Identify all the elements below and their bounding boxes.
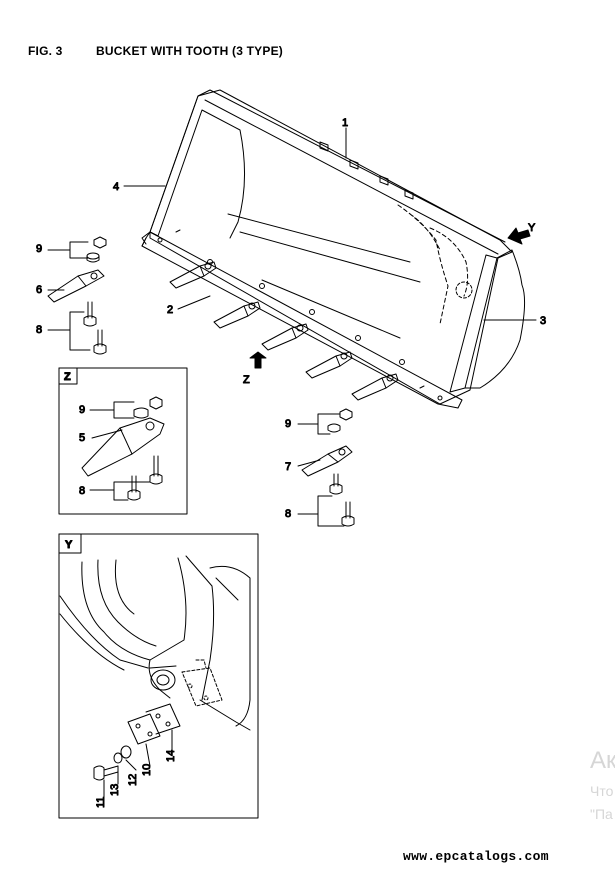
figure-label: FIG. 3 bbox=[28, 44, 63, 58]
callout-9-right: 9 bbox=[285, 418, 291, 430]
tooth-7-exploded bbox=[297, 408, 355, 527]
bucket-assembly bbox=[141, 89, 526, 409]
watermark-line-1: Ак bbox=[590, 747, 615, 774]
callout-8-right: 8 bbox=[285, 508, 291, 520]
figure-title: BUCKET WITH TOOTH (3 TYPE) bbox=[96, 44, 283, 58]
callout-6: 6 bbox=[36, 284, 42, 296]
detail-z-box: Z bbox=[58, 367, 188, 515]
callout-2: 2 bbox=[167, 304, 173, 316]
detail-y-box: Y bbox=[58, 533, 259, 819]
watermark-line-2: Что bbox=[590, 783, 614, 799]
bucket-top-edge bbox=[197, 89, 506, 255]
view-y-arrow-icon bbox=[507, 227, 531, 245]
callout-13: 13 bbox=[109, 784, 121, 796]
detail-y-tag: Y bbox=[65, 539, 73, 551]
tooth-4 bbox=[305, 351, 353, 379]
callout-12: 12 bbox=[127, 774, 139, 786]
view-z-label: Z bbox=[243, 374, 250, 386]
callout-1: 1 bbox=[342, 117, 348, 129]
callout-9-left: 9 bbox=[36, 243, 42, 255]
tooth-2 bbox=[213, 301, 261, 329]
footer-site-url: www.epcatalogs.com bbox=[403, 849, 549, 864]
tooth-1 bbox=[169, 261, 217, 289]
callout-4: 4 bbox=[113, 181, 119, 193]
bucket-left-side-plate bbox=[149, 95, 245, 239]
tooth-5 bbox=[351, 373, 399, 401]
bucket-teeth bbox=[169, 259, 405, 401]
callout-9-z: 9 bbox=[79, 404, 85, 416]
bucket-right-side-plate bbox=[449, 249, 526, 393]
tooth-6-exploded bbox=[47, 236, 107, 355]
bucket-back-plate bbox=[149, 89, 513, 405]
callout-8-z: 8 bbox=[79, 485, 85, 497]
detail-z-tag: Z bbox=[64, 371, 71, 383]
callout-5: 5 bbox=[79, 432, 85, 444]
callout-8-left: 8 bbox=[36, 324, 42, 336]
callout-14: 14 bbox=[165, 750, 177, 762]
callout-7: 7 bbox=[285, 461, 291, 473]
callout-10: 10 bbox=[141, 764, 153, 776]
view-z-arrow-icon bbox=[249, 351, 267, 369]
tooth-3 bbox=[261, 323, 309, 351]
callout-11: 11 bbox=[95, 797, 107, 808]
watermark-line-3: "Па bbox=[590, 806, 613, 822]
view-y-label: Y bbox=[528, 222, 536, 234]
callout-3: 3 bbox=[540, 315, 546, 327]
bucket-cutting-edge bbox=[141, 231, 463, 409]
